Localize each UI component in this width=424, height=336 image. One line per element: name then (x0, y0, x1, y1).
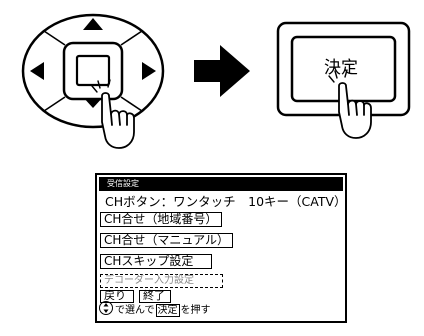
dpad-spoke (120, 30, 143, 46)
kettei-button-label: 決定 (324, 58, 358, 78)
dpad-outer-ring (21, 13, 165, 129)
hint-text-before: で選んで (115, 305, 155, 316)
menu-item-decoder-input: デコーダー入力設定 (100, 274, 223, 288)
operation-hint: で選んで決定を押す (115, 304, 211, 317)
dpad-spoke (120, 96, 143, 112)
right-arrow-icon (194, 45, 250, 97)
menu-title-bar: 受信設定 (99, 177, 343, 191)
menu-item-ch-area-number[interactable]: CH合せ（地域番号） (100, 212, 222, 227)
dpad-spoke (43, 30, 66, 46)
reception-settings-menu: 受信設定 CHボタン：ワンタッチ 10キー（CATV） CH合せ（地域番号） C… (95, 173, 347, 323)
dpad-left-arrow-icon (30, 62, 44, 80)
end-button[interactable]: 終了 (139, 290, 171, 303)
ch-button-mode-row[interactable]: CHボタン：ワンタッチ 10キー（CATV） (105, 194, 347, 209)
menu-item-ch-skip[interactable]: CHスキップ設定 (100, 254, 212, 269)
dpad-up-arrow-icon (83, 18, 103, 30)
hint-text-after: を押す (180, 305, 211, 316)
pointing-hand-icon (328, 69, 372, 139)
dpad-center-outer (62, 41, 124, 101)
dpad-right-arrow-icon (142, 62, 156, 80)
dpad-down-arrow-icon (82, 96, 104, 108)
back-button[interactable]: 戻り (100, 290, 134, 303)
menu-title: 受信設定 (107, 179, 139, 188)
dpad-spoke (43, 96, 66, 112)
up-down-key-icon (99, 301, 113, 315)
menu-item-ch-manual[interactable]: CH合せ（マニュアル） (100, 233, 233, 248)
hint-kettei-key: 決定 (155, 304, 180, 317)
dpad-center-inner (75, 54, 111, 87)
pointing-hand-icon (91, 79, 135, 149)
